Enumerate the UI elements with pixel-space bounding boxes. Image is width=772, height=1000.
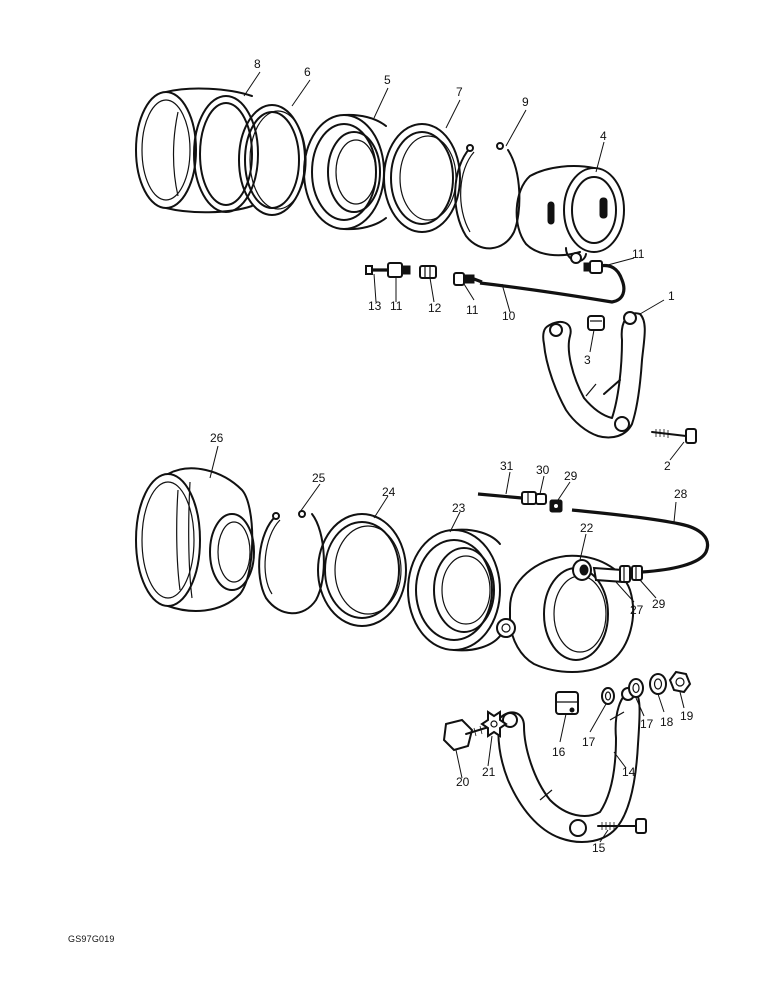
part-4-bearing-carrier: [515, 165, 625, 264]
callout-17-left: 17: [582, 735, 596, 749]
part-31-bleed-rod: [477, 492, 523, 500]
callout-24: 24: [382, 485, 396, 499]
part-23-bearing: [407, 528, 501, 652]
leader-lines: [209, 71, 685, 843]
callout-29-upper: 29: [564, 469, 578, 483]
part-24-seal-ring: [317, 513, 407, 627]
part-8-housing: [135, 87, 259, 214]
part-28-fluid-pipe: [571, 508, 710, 574]
callout-17-right: 17: [640, 717, 654, 731]
callout-13: 13: [368, 299, 382, 313]
callout-20: 20: [456, 775, 470, 789]
callout-11-mid: 11: [466, 303, 479, 317]
callout-9: 9: [522, 95, 529, 109]
callout-19: 19: [680, 709, 694, 723]
part-25-circlip: [258, 510, 325, 615]
callout-14: 14: [622, 765, 636, 779]
part-11-fitting-b: [387, 262, 411, 278]
callout-25: 25: [312, 471, 326, 485]
part-7-seal-ring: [383, 123, 461, 233]
part-9-circlip: [454, 142, 521, 250]
callout-5: 5: [384, 73, 391, 87]
drawing-reference-code: GS97G019: [68, 934, 115, 944]
part-13-bleed-screw: [365, 265, 388, 275]
callout-labels: 8 6 5 7 9 4 11 1 3 2 13 11 12 11 10 26 2…: [210, 57, 694, 855]
callout-2: 2: [664, 459, 671, 473]
part-21-lock-washer: [480, 710, 508, 738]
callout-29-lower: 29: [652, 597, 666, 611]
part-5-bearing: [303, 113, 387, 231]
part-22-bearing-carrier: [496, 554, 634, 673]
callout-23: 23: [452, 501, 466, 515]
callout-7: 7: [456, 85, 463, 99]
part-27-elbow-fitting: [592, 565, 631, 584]
callout-31: 31: [500, 459, 514, 473]
callout-16: 16: [552, 745, 566, 759]
part-3-pad: [587, 315, 605, 331]
part-29-nut-lower: [631, 565, 643, 581]
part-11-fitting-a: [583, 260, 603, 274]
part-17-washer-a: [601, 687, 615, 705]
part-20-bolt: [442, 718, 493, 752]
part-29-nut-upper: [549, 499, 563, 513]
part-11-fitting-c: [453, 272, 483, 286]
part-30-bleed-fitting: [521, 491, 547, 505]
callout-6: 6: [304, 65, 311, 79]
callout-4: 4: [600, 129, 607, 143]
part-12-connector: [419, 265, 437, 279]
callout-3: 3: [584, 353, 591, 367]
callout-8: 8: [254, 57, 261, 71]
callout-26: 26: [210, 431, 224, 445]
part-2-bolt: [651, 428, 697, 444]
callout-15: 15: [592, 841, 606, 855]
callout-28: 28: [674, 487, 688, 501]
callout-18: 18: [660, 715, 674, 729]
part-1-fork-bracket: [542, 311, 646, 439]
part-17-washer-b: [628, 678, 644, 698]
callout-1: 1: [668, 289, 675, 303]
callout-10: 10: [502, 309, 516, 323]
part-26-housing: [135, 467, 255, 612]
part-15-bolt: [597, 818, 647, 834]
part-19-nut: [668, 670, 692, 694]
callout-12: 12: [428, 301, 442, 315]
callout-11-left: 11: [390, 299, 403, 313]
callout-22: 22: [580, 521, 594, 535]
part-6-ring: [238, 104, 307, 216]
callout-11-top: 11: [632, 247, 645, 261]
callout-30: 30: [536, 463, 550, 477]
part-16-pad: [555, 691, 579, 715]
part-10-fluid-pipe: [479, 263, 626, 304]
callout-21: 21: [482, 765, 496, 779]
callout-27: 27: [630, 603, 644, 617]
part-18-washer: [649, 673, 667, 695]
